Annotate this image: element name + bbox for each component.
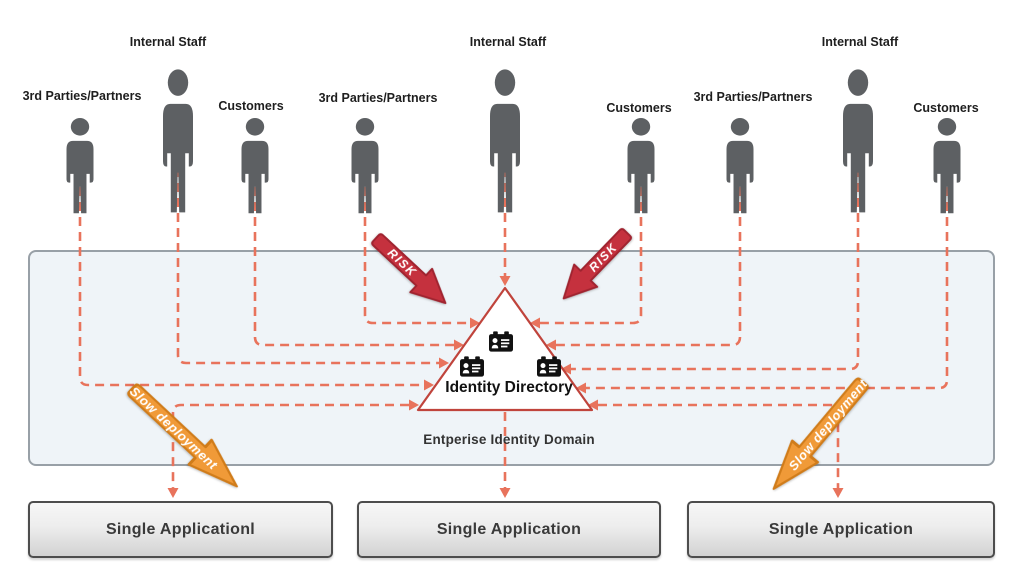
- id-card-icon: [537, 356, 561, 377]
- person-figure-customers: [933, 117, 961, 214]
- person-figure-customers: [627, 117, 655, 214]
- actor-label-customers-1: Customers: [218, 99, 284, 113]
- connector-arrowheads: [167, 276, 844, 498]
- person-figure-internal-staff: [490, 69, 520, 213]
- person-figure-3rd-parties: [351, 117, 379, 214]
- application-box-label: Single Applicationl: [105, 520, 256, 538]
- person-figure-3rd-parties: [66, 117, 94, 214]
- application-box-label: Single Application: [436, 520, 582, 538]
- actor-label-customers-2: Customers: [606, 101, 672, 115]
- id-card-icon: [489, 331, 513, 352]
- person-figure-internal-staff: [163, 69, 193, 213]
- actor-label-customers-3: Customers: [913, 101, 979, 115]
- application-box-2: Single Application: [357, 501, 661, 558]
- actor-label-internal-staff-3: Internal Staff: [821, 35, 899, 49]
- person-figure-internal-staff: [843, 69, 873, 213]
- actor-label-3rd-parties-2: 3rd Parties/Partners: [318, 91, 438, 105]
- identity-directory-label: Identity Directory: [445, 379, 573, 396]
- application-box-3: Single Application: [687, 501, 995, 558]
- actor-label-internal-staff-1: Internal Staff: [129, 35, 207, 49]
- id-card-icon: [460, 356, 484, 377]
- application-box-label: Single Application: [768, 520, 914, 538]
- person-figure-3rd-parties: [726, 117, 754, 214]
- actor-label-3rd-parties-1: 3rd Parties/Partners: [22, 89, 142, 103]
- identity-domain-label: Entperise Identity Domain: [423, 432, 595, 447]
- person-figure-customers: [241, 117, 269, 214]
- application-box-1: Single Applicationl: [28, 501, 333, 558]
- actor-label-3rd-parties-3: 3rd Parties/Partners: [693, 90, 813, 104]
- actor-label-internal-staff-2: Internal Staff: [469, 35, 547, 49]
